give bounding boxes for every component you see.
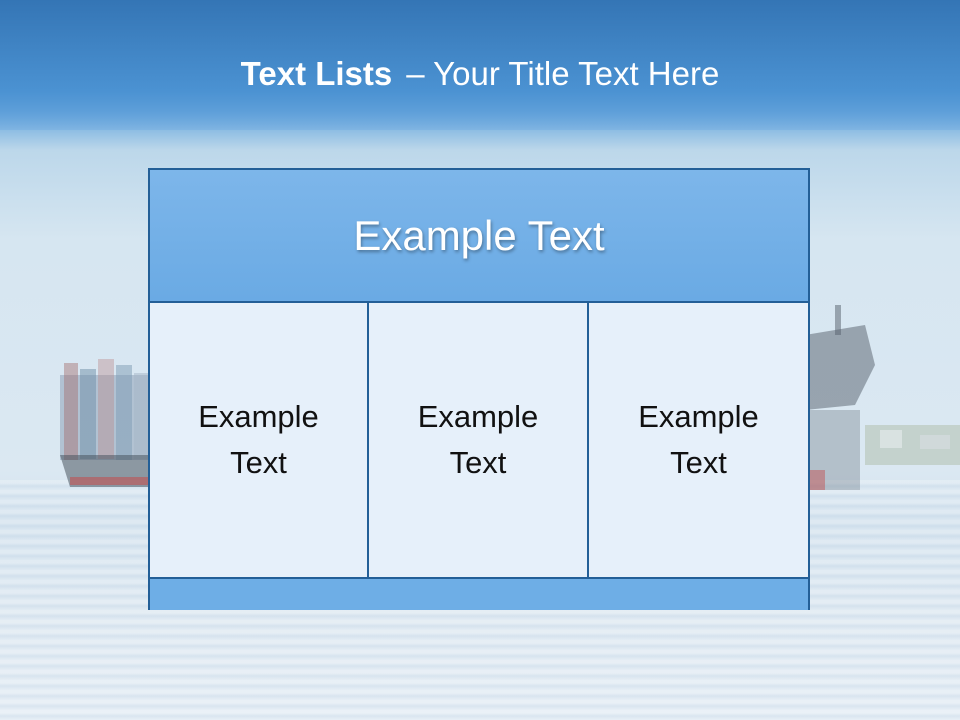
- slide-title: Text Lists – Your Title Text Here: [0, 52, 960, 96]
- slide-title-bold: Text Lists: [240, 55, 393, 92]
- cargo-ship-right-image: [805, 305, 960, 490]
- panel-column-3: Example Text: [589, 303, 808, 577]
- panel-column-1-text: Example Text: [198, 399, 319, 480]
- panel-column-3-text: Example Text: [638, 399, 759, 480]
- panel-header: Example Text: [150, 170, 808, 303]
- panel-column-2: Example Text: [369, 303, 589, 577]
- title-band: [0, 0, 960, 130]
- panel-column-1: Example Text: [150, 303, 369, 577]
- text-list-panel: Example Text Example Text Example Text E…: [148, 168, 810, 610]
- panel-column-2-text: Example Text: [417, 399, 539, 480]
- slide-title-rest: – Your Title Text Here: [406, 55, 720, 92]
- panel-footer-bar: [150, 577, 808, 610]
- cargo-ship-left-image: [60, 359, 152, 487]
